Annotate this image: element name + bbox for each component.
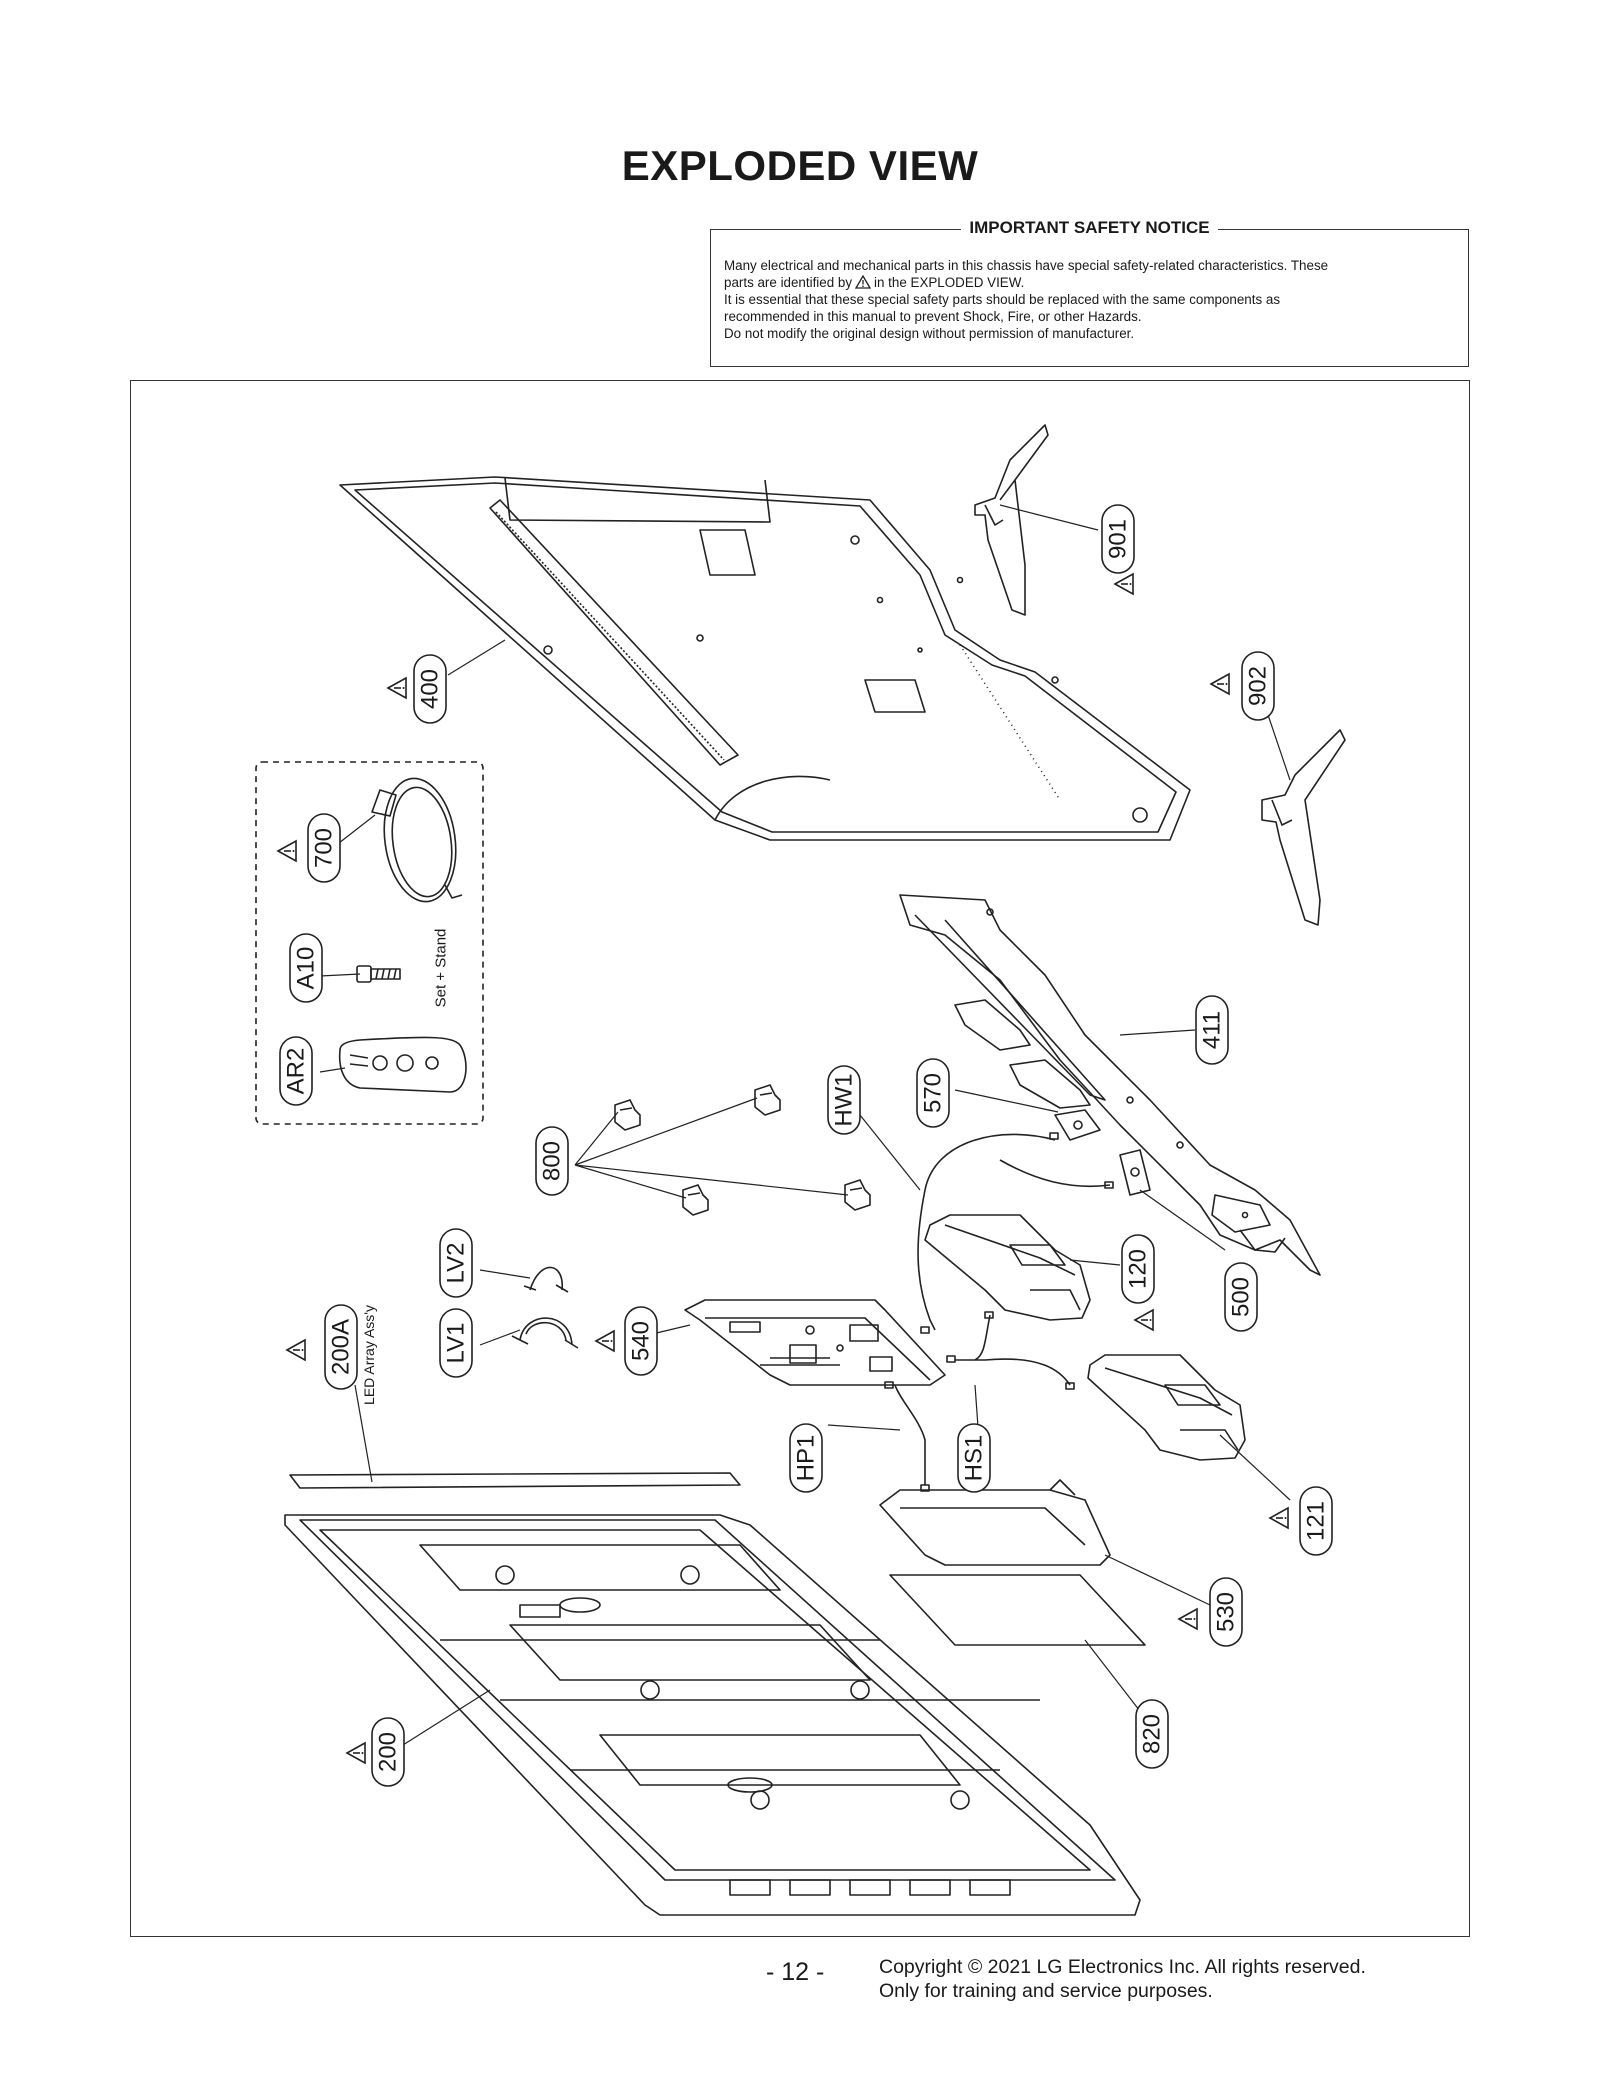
warning-triangle-icon bbox=[595, 1330, 615, 1352]
led-array-part bbox=[289, 1472, 741, 1489]
power-button-board-part bbox=[1119, 1149, 1151, 1196]
callout-570: 570 bbox=[920, 1073, 947, 1113]
callout-411: 411 bbox=[1199, 1011, 1226, 1049]
warning-triangle-icon bbox=[1114, 573, 1134, 595]
callout-120: 120 bbox=[1125, 1249, 1152, 1289]
callout-A10: A10 bbox=[293, 947, 320, 990]
warning-triangle-icon bbox=[1269, 1507, 1289, 1529]
warning-triangle-icon bbox=[346, 1742, 366, 1764]
notice-line-3: It is essential that these special safet… bbox=[724, 292, 1281, 307]
stand-left-part bbox=[974, 424, 1049, 616]
set-stand-label: Set + Stand bbox=[433, 929, 450, 1008]
copyright-line-2: Only for training and service purposes. bbox=[879, 1980, 1213, 2002]
remote-control-part bbox=[338, 1036, 467, 1093]
safety-notice-body: Many electrical and mechanical parts in … bbox=[724, 257, 1455, 342]
callout-200: 200 bbox=[375, 1732, 402, 1772]
warning-triangle-icon bbox=[1178, 1608, 1198, 1630]
callout-LV2: LV2 bbox=[443, 1243, 470, 1284]
callout-AR2: AR2 bbox=[283, 1048, 310, 1095]
leader-lines bbox=[319, 504, 1291, 1746]
clips-part bbox=[614, 1084, 871, 1216]
notice-line-1: Many electrical and mechanical parts in … bbox=[724, 258, 1329, 273]
callout-400: 400 bbox=[417, 669, 444, 709]
display-module-part bbox=[284, 1514, 1141, 1916]
callout-700: 700 bbox=[311, 828, 338, 868]
callout-HP1: HP1 bbox=[793, 1435, 820, 1482]
speaker-left-part bbox=[924, 1214, 1091, 1321]
lvds-cable-lv2 bbox=[523, 1266, 569, 1293]
callout-902: 902 bbox=[1245, 666, 1272, 706]
callout-540: 540 bbox=[628, 1321, 655, 1361]
callout-800: 800 bbox=[539, 1141, 566, 1181]
callout-200A: 200A bbox=[328, 1319, 355, 1375]
callout-901: 901 bbox=[1105, 519, 1132, 559]
accessory-box bbox=[255, 761, 484, 1125]
page-number: - 12 - bbox=[766, 1958, 825, 1986]
led-array-label: LED Array Ass'y bbox=[361, 1305, 377, 1405]
page-title: EXPLODED VIEW bbox=[621, 142, 979, 189]
warning-triangle-icon bbox=[855, 275, 872, 289]
copyright-line-1: Copyright © 2021 LG Electronics Inc. All… bbox=[879, 1956, 1366, 1978]
power-supply-board-part bbox=[879, 1479, 1111, 1566]
safety-notice-box: IMPORTANT SAFETY NOTICE Many electrical … bbox=[710, 218, 1469, 367]
copyright-footer: Copyright © 2021 LG Electronics Inc. All… bbox=[879, 1955, 1366, 2003]
callout-LV1: LV1 bbox=[443, 1323, 470, 1364]
safety-notice-title: IMPORTANT SAFETY NOTICE bbox=[961, 218, 1218, 237]
stand-right-part bbox=[1261, 729, 1346, 926]
stand-base-part bbox=[899, 894, 1321, 1276]
warning-triangle-icon bbox=[277, 840, 297, 862]
warning-triangle-icon bbox=[387, 677, 407, 699]
callout-530: 530 bbox=[1213, 1592, 1240, 1632]
wire-harness bbox=[884, 1132, 1114, 1492]
callout-500: 500 bbox=[1228, 1277, 1255, 1317]
callout-HW1: HW1 bbox=[831, 1073, 858, 1126]
callouts bbox=[279, 504, 1333, 1787]
diagram-frame bbox=[130, 380, 1470, 1937]
warning-triangle-icon bbox=[286, 1339, 306, 1361]
lvds-cable-lv1 bbox=[511, 1317, 579, 1349]
insulation-sheet-part bbox=[889, 1574, 1146, 1646]
speaker-right-part bbox=[1087, 1354, 1246, 1461]
warning-triangle-icon bbox=[1134, 1309, 1154, 1331]
warning-triangle-icon bbox=[1210, 673, 1230, 695]
screw-part bbox=[356, 965, 401, 983]
power-cord-part bbox=[371, 777, 463, 903]
main-board-part bbox=[684, 1299, 946, 1386]
back-cover-part bbox=[339, 476, 1191, 841]
notice-line-4: recommended in this manual to prevent Sh… bbox=[724, 309, 1142, 324]
notice-line-5: Do not modify the original design withou… bbox=[724, 326, 1135, 341]
callout-820: 820 bbox=[1139, 1714, 1166, 1754]
callout-121: 121 bbox=[1303, 1501, 1330, 1541]
ir-board-part bbox=[1054, 1109, 1101, 1141]
callout-HS1: HS1 bbox=[961, 1435, 988, 1482]
